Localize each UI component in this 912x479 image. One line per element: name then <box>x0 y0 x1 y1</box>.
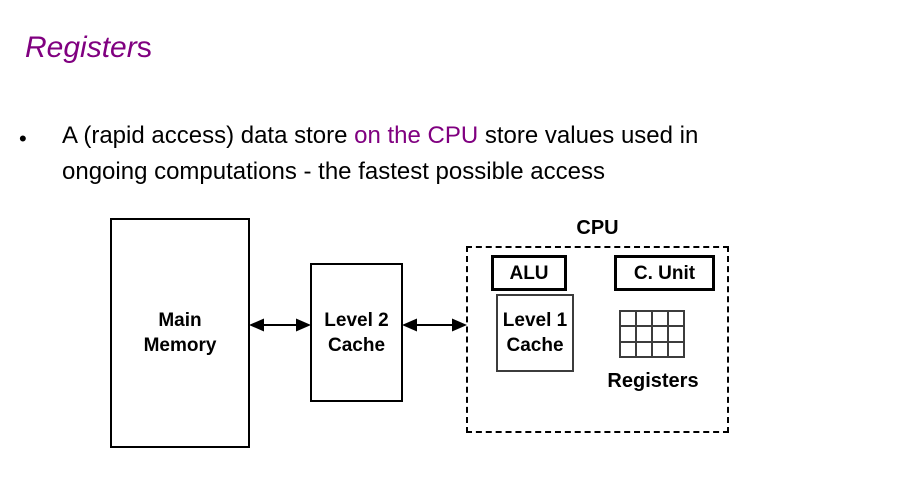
register-cell <box>637 312 653 328</box>
arrow-main-memory-level2 <box>249 318 311 332</box>
level2-cache-box: Level 2 Cache <box>310 263 403 402</box>
control-unit-box: C. Unit <box>614 255 715 291</box>
alu-box: ALU <box>491 255 567 291</box>
register-cell <box>669 342 685 358</box>
bullet-line1-after: store values used in <box>478 122 699 149</box>
cpu-label: CPU <box>576 217 619 239</box>
register-cell <box>669 312 685 328</box>
page-title-regular-part: s <box>136 31 152 64</box>
page-title: Registers <box>25 30 152 66</box>
register-cell <box>621 342 637 358</box>
registers-grid <box>619 310 685 358</box>
register-cell <box>653 312 669 328</box>
control-unit-label: C. Unit <box>633 262 696 284</box>
main-memory-box: Main Memory <box>110 218 250 448</box>
alu-label: ALU <box>509 262 549 284</box>
level1-cache-label-line1: Level 1 <box>502 310 568 331</box>
register-cell <box>637 327 653 343</box>
bullet-line-1: A (rapid access) data store on the CPU s… <box>62 118 862 154</box>
level1-cache-label-line2: Cache <box>506 335 564 356</box>
register-cell <box>653 342 669 358</box>
level2-cache-label-line2: Cache <box>327 334 386 356</box>
register-cell <box>621 312 637 328</box>
register-cell <box>637 342 653 358</box>
arrow-level2-cpu <box>402 318 467 332</box>
level1-cache-box: Level 1 Cache <box>496 294 574 372</box>
bullet-text: A (rapid access) data store on the CPU s… <box>62 118 862 190</box>
bullet-line-2: ongoing computations - the fastest possi… <box>62 158 605 185</box>
main-memory-label-line1: Main <box>158 310 202 331</box>
page-title-italic-part: Register <box>25 31 137 64</box>
bullet-marker: • <box>19 126 27 151</box>
cpu-dashed-box <box>466 246 729 433</box>
bullet-line1-highlight: on the CPU <box>354 122 479 149</box>
main-memory-label-line2: Memory <box>143 335 217 356</box>
bullet-line1-before: A (rapid access) data store <box>62 122 355 149</box>
registers-label: Registers <box>607 370 699 392</box>
register-cell <box>653 327 669 343</box>
register-cell <box>669 327 685 343</box>
level2-cache-label-line1: Level 2 <box>324 309 389 331</box>
register-cell <box>621 327 637 343</box>
